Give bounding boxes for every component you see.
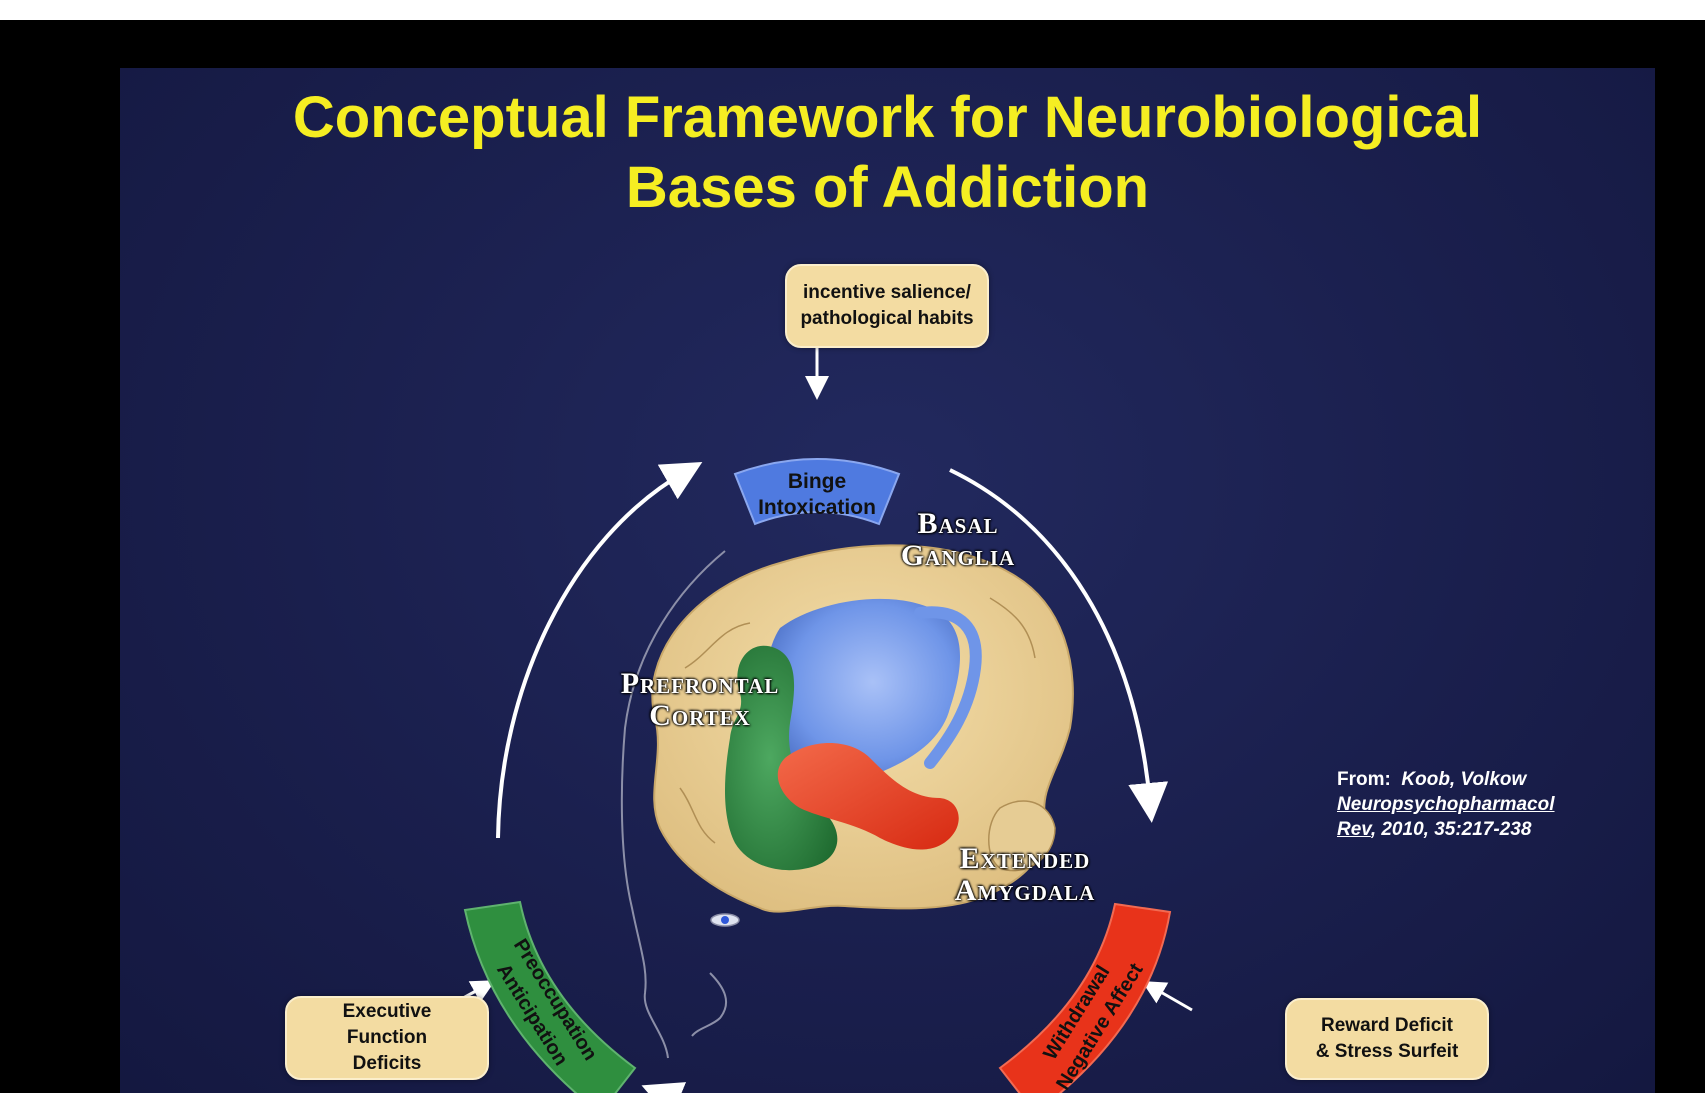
stage-binge-line1: Binge [788,470,846,493]
extended-amygdala-shape [777,743,959,850]
nose-outline [691,972,728,1037]
citation: From: Koob, Volkow Neuropsychopharmacol … [1337,767,1637,842]
label-basal-ganglia-line2: Ganglia [900,539,1016,572]
label-basal-ganglia: Basal Ganglia [858,508,1058,572]
citation-journal: Neuropsychopharmacol [1337,794,1555,815]
box-reward-deficit: Reward Deficit & Stress Surfeit [1285,998,1489,1080]
top-bar [0,0,1705,20]
brain-fold-2 [989,597,1036,659]
label-extended-amygdala-line2: Amygdala [954,874,1096,907]
box-left-line3: Deficits [352,1053,422,1074]
arrow-box-right-to-withdrawal [1141,981,1193,1012]
slide: Conceptual Framework for Neurobiological… [120,68,1655,1093]
cerebellum [988,800,1056,872]
box-right-line2: & Stress Surfeit [1315,1041,1459,1062]
prefrontal-cortex-shape [725,645,838,871]
label-extended-amygdala: Extended Amygdala [930,843,1120,907]
basal-ganglia-shape [766,598,960,784]
box-top-line1: incentive salience/ [803,282,971,303]
eye-pupil [721,916,729,924]
brain-fold-1 [684,622,751,669]
slide-title-line1: Conceptual Framework for Neurobiological [292,85,1483,150]
label-prefrontal-cortex: Prefrontal Cortex [590,668,810,732]
basal-ganglia-tail [914,606,982,769]
addiction-cycle-diagram: Binge Intoxication Preoccupation Anticip… [444,346,1193,1093]
brain-fold-4 [679,787,716,844]
citation-details: , 2010, 35:217-238 [1370,819,1532,840]
box-top-line2: pathological habits [800,308,974,329]
box-incentive-salience: incentive salience/ pathological habits [785,264,989,348]
box-left-line2: Function [346,1027,428,1048]
label-prefrontal-cortex-line2: Cortex [649,699,751,732]
label-prefrontal-cortex-line1: Prefrontal [620,667,780,700]
stage-binge-line2: Intoxication [758,496,876,519]
stage-band-preoccupation [463,900,637,1093]
box-right-line1: Reward Deficit [1321,1015,1453,1036]
box-executive-function: Executive Function Deficits [285,996,489,1080]
stage-band-withdrawal [998,902,1172,1093]
stage-band-binge [733,458,901,526]
slide-title-line2: Bases of Addiction [625,155,1150,220]
citation-rev: Rev [1337,819,1371,840]
box-left-line1: Executive [342,1001,432,1022]
citation-authors: Koob, Volkow [1401,769,1527,790]
cycle-arrow-top-right [949,468,1169,823]
cycle-arrow-top-left [496,462,703,839]
label-basal-ganglia-line1: Basal [917,507,999,540]
label-extended-amygdala-line1: Extended [959,842,1091,875]
head-outline [620,550,726,1059]
citation-from: From: [1337,769,1391,790]
